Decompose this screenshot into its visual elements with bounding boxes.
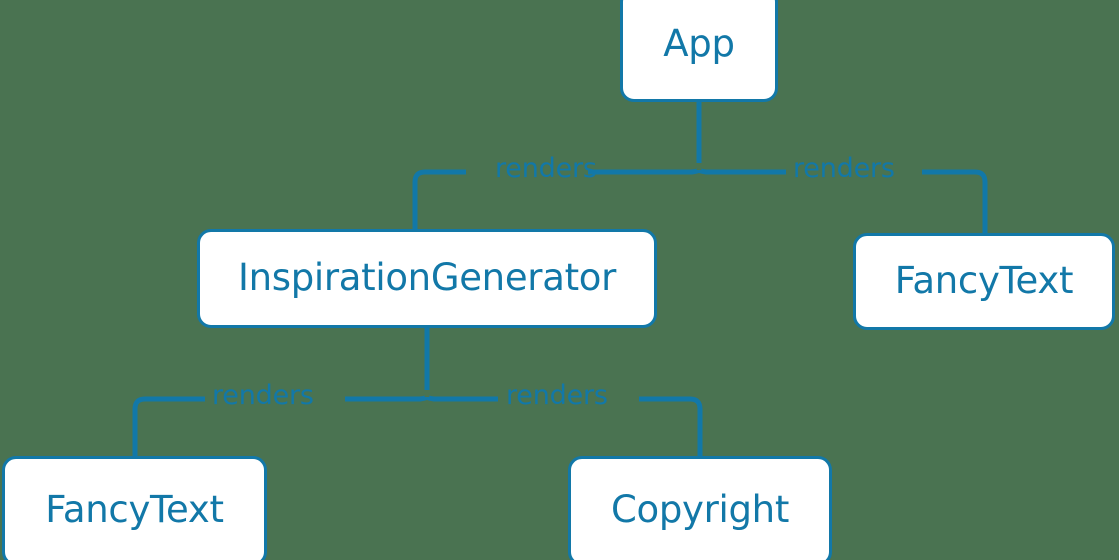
edge-label-app-fancytext: renders [793,153,895,184]
edge-label-app-inspiration: renders [495,153,597,184]
node-inspiration-generator-label: InspirationGenerator [237,255,617,299]
node-copyright[interactable]: Copyright [568,456,832,560]
node-inspiration-generator[interactable]: InspirationGenerator [197,229,657,328]
node-copyright-label: Copyright [610,488,790,531]
edge-label-inspiration-fancytext: renders [212,380,314,411]
node-fancytext-left-label: FancyText [45,488,224,531]
node-app[interactable]: App [620,0,778,102]
edge-app-to-fancytext [696,168,988,233]
node-app-label: App [663,22,735,65]
node-fancytext-left[interactable]: FancyText [2,456,267,560]
edge-label-inspiration-copyright: renders [506,380,608,411]
node-fancytext-right[interactable]: FancyText [853,233,1115,330]
node-fancytext-right-label: FancyText [894,258,1074,302]
edge-inspiration-to-copyright [424,395,703,456]
